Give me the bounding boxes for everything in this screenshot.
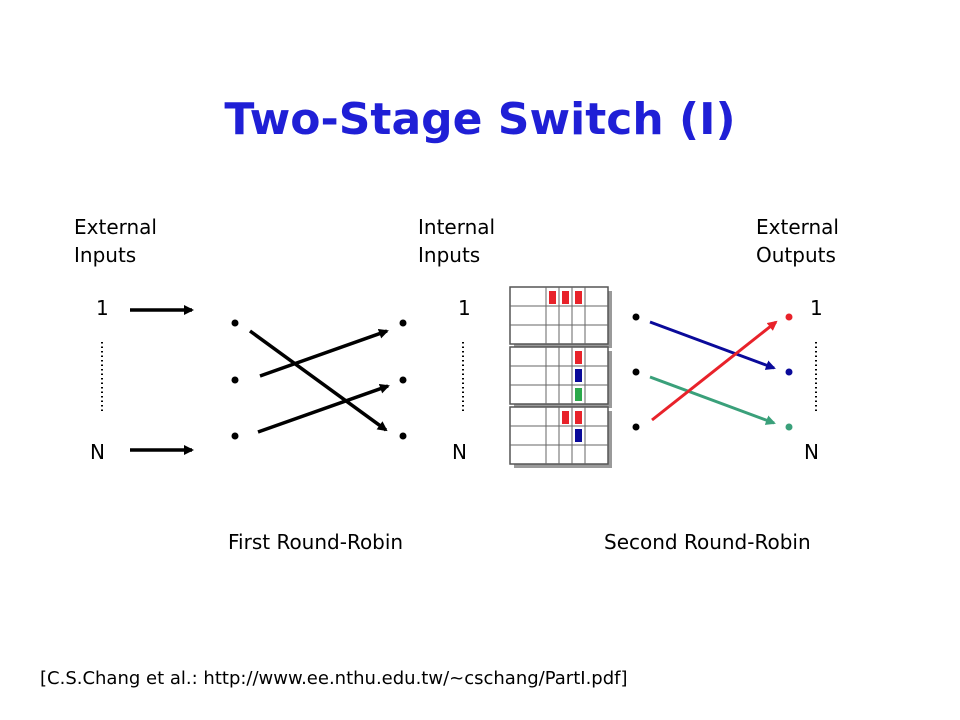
cell-red <box>562 291 569 304</box>
buffer-3 <box>509 406 612 468</box>
external-outputs-label: External Outputs <box>756 213 839 269</box>
stage2-input-dot-3 <box>632 423 640 431</box>
first-round-robin-caption: First Round-Robin <box>228 530 404 554</box>
internal-inputs-label: Internal Inputs <box>418 213 495 269</box>
stage2-input-dot-1 <box>632 313 640 321</box>
stage1-input-dot-2 <box>231 376 239 384</box>
stage2-link-green <box>649 375 776 425</box>
cell-red <box>575 291 582 304</box>
cell-red <box>562 411 569 424</box>
cell-blue <box>575 429 582 442</box>
external-inputs-line1: External <box>74 215 157 239</box>
stage2-output-dot-blue <box>785 368 793 376</box>
buffer-2 <box>509 346 612 408</box>
stage2-output-dot-green <box>785 423 793 431</box>
external-inputs-line2: Inputs <box>74 243 137 267</box>
stage2-link-blue <box>649 320 776 370</box>
stage2-input-dot-2 <box>632 368 640 376</box>
stage1-output-dot-1 <box>399 319 407 327</box>
cell-green <box>575 388 582 401</box>
ext-output-port-n: N <box>804 440 819 464</box>
stage2-output-dot-red <box>785 313 793 321</box>
ext-output-port-1: 1 <box>810 296 823 320</box>
cell-red <box>549 291 556 304</box>
stage1-link-2-to-1 <box>259 328 389 378</box>
stage1-link-1-to-3 <box>248 329 388 432</box>
external-inputs-label: External Inputs <box>74 213 157 269</box>
stage1-input-dot-1 <box>231 319 239 327</box>
cell-red <box>575 351 582 364</box>
stage1-output-dot-3 <box>399 432 407 440</box>
slide-title: Two-Stage Switch (I) <box>224 94 736 145</box>
cell-red <box>575 411 582 424</box>
int-input-port-1: 1 <box>458 296 471 320</box>
stage1-output-dot-2 <box>399 376 407 384</box>
external-outputs-line2: Outputs <box>756 243 836 267</box>
stage1-input-dot-3 <box>231 432 239 440</box>
stage2-link-red <box>651 320 778 422</box>
external-outputs-line1: External <box>756 215 839 239</box>
int-input-port-n: N <box>452 440 467 464</box>
ext-input-port-n: N <box>90 440 105 464</box>
second-round-robin-caption: Second Round-Robin <box>604 530 811 554</box>
buffer-1 <box>509 286 612 348</box>
stage1-link-3-to-2 <box>257 383 390 434</box>
reference-citation: [C.S.Chang et al.: http://www.ee.nthu.ed… <box>40 668 628 689</box>
internal-inputs-line1: Internal <box>418 215 496 239</box>
internal-inputs-line2: Inputs <box>418 243 481 267</box>
ext-input-port-1: 1 <box>96 296 109 320</box>
cell-blue <box>575 369 582 382</box>
